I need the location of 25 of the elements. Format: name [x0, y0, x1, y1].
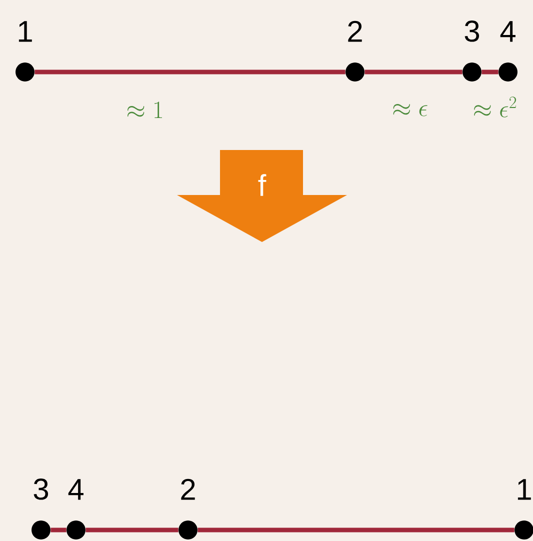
labeled-point: 4 — [66, 479, 86, 540]
labeled-point: 3 — [462, 20, 482, 82]
line-segment — [364, 70, 462, 74]
node-label: 1 — [518, 479, 531, 500]
labeled-point: 3 — [32, 478, 50, 540]
length-label: $\approx 1$ — [128, 102, 162, 118]
node-label: 2 — [181, 478, 195, 500]
labeled-point: 2 — [346, 20, 364, 82]
labeled-point: 1 — [16, 21, 34, 82]
line-segment — [482, 70, 498, 74]
labeled-point: 1 — [514, 479, 533, 540]
labeled-point: 2 — [178, 478, 198, 540]
line-segment — [86, 528, 178, 532]
node-label: 1 — [18, 21, 32, 42]
node-label: 3 — [34, 478, 48, 500]
node-label: 4 — [68, 479, 84, 500]
line-segment — [198, 528, 514, 532]
line-segment — [50, 528, 66, 532]
length-label: $\approx \epsilon$ — [393, 104, 428, 116]
labeled-point: 4 — [498, 21, 518, 82]
length-label: $\approx \epsilon^2$ — [474, 96, 516, 118]
node-label: 4 — [500, 21, 516, 42]
line-segment — [34, 70, 346, 74]
node-label: 2 — [348, 20, 362, 42]
node-label: 3 — [464, 20, 480, 42]
